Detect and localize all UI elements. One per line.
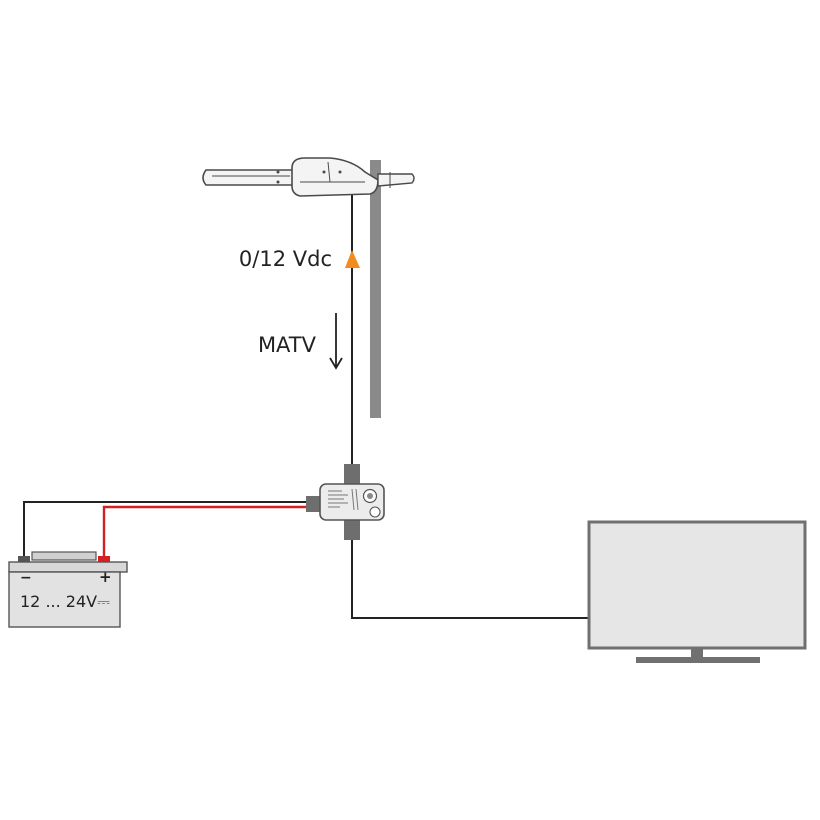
tv-icon bbox=[587, 520, 807, 663]
cable-positive bbox=[102, 505, 312, 560]
cable-inserter-to-tv bbox=[351, 538, 590, 619]
signal-label: MATV bbox=[258, 333, 317, 357]
antenna-mast bbox=[370, 160, 381, 418]
power-arrow-up bbox=[345, 250, 360, 268]
cable-negative bbox=[23, 501, 312, 560]
battery-plus-label: + bbox=[99, 568, 112, 586]
signal-arrow-down bbox=[329, 313, 343, 370]
battery-icon bbox=[8, 551, 128, 628]
battery-voltage-label: 12 ... 24V⎓ bbox=[20, 592, 110, 611]
power-inserter-icon bbox=[306, 464, 385, 540]
battery-minus-label: − bbox=[20, 570, 32, 586]
antenna-icon bbox=[202, 157, 415, 197]
power-label: 0/12 Vdc bbox=[239, 247, 332, 271]
